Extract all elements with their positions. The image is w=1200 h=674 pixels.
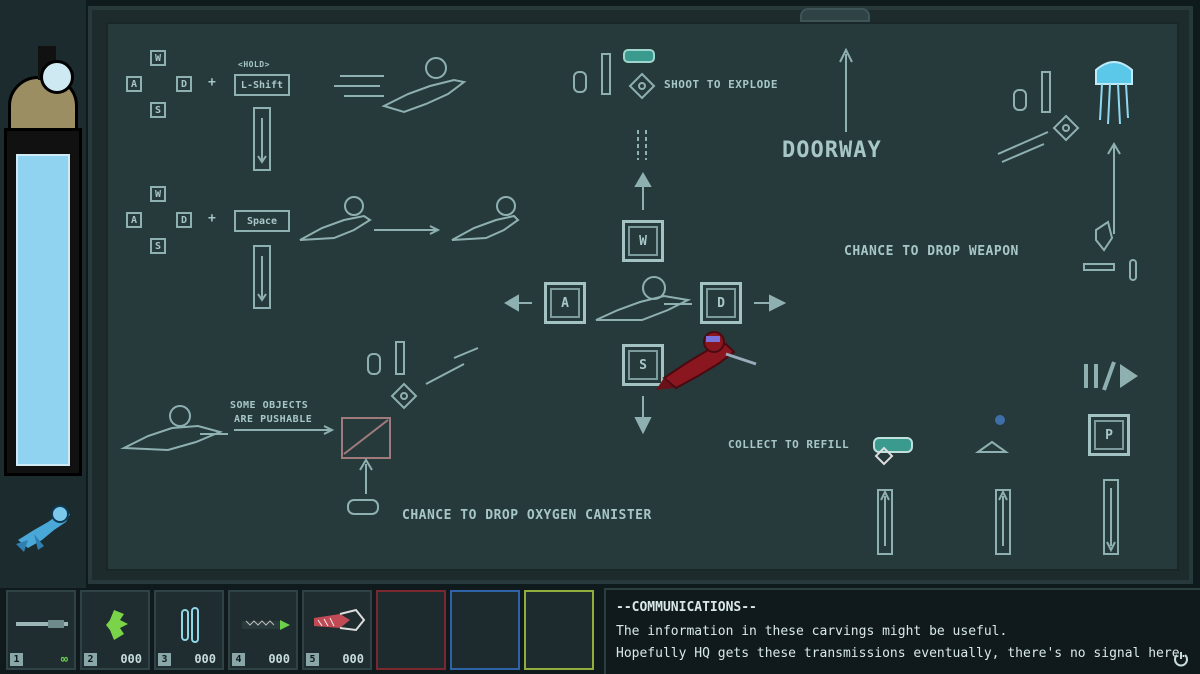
bubble-icon — [995, 415, 1005, 425]
door-notch — [800, 8, 870, 22]
key-d-large: D — [700, 282, 742, 324]
key-s-large: S — [622, 344, 664, 386]
key-d: D — [176, 76, 192, 92]
claw-weapon-icon — [314, 608, 366, 632]
drill-icon — [242, 620, 290, 630]
comms-message-1: The information in these carvings might … — [616, 624, 1008, 639]
ammo-gauge-icon — [601, 53, 611, 95]
key-s: S — [150, 102, 166, 118]
ammo-count: 000 — [342, 652, 364, 666]
crosshair-icon — [628, 72, 656, 100]
diver-end-icon — [451, 196, 520, 241]
oxygen-canister-icon — [347, 499, 379, 515]
mouse-icon-3 — [367, 353, 381, 375]
ammo-count: 000 — [268, 652, 290, 666]
comms-message-2: Hopefully HQ gets these transmissions ev… — [616, 646, 1188, 661]
oxygen-tank-gauge — [4, 46, 82, 476]
pressure-gauge-icon — [40, 60, 74, 94]
player-diver-icon — [16, 505, 70, 552]
hotbar-slot-3[interactable]: 3 000 — [154, 590, 224, 670]
slot-number: 2 — [84, 653, 97, 666]
space-hold-gauge-icon — [253, 245, 271, 309]
green-alien-icon — [106, 610, 128, 640]
key-w-large: W — [622, 220, 664, 262]
key-a-large: A — [544, 282, 586, 324]
hold-label: <HOLD> — [238, 60, 270, 69]
hotbar-slot-1[interactable]: 1 ∞ — [6, 590, 76, 670]
chance-drop-oxygen-label: CHANCE TO DROP OXYGEN CANISTER — [402, 508, 652, 523]
key-lshift: L-Shift — [234, 74, 290, 96]
hotbar-slot-4[interactable]: 4 000 — [228, 590, 298, 670]
carvings-layer — [120, 47, 1138, 555]
oxygen-tank-pickup-icon — [623, 49, 655, 63]
oxygen-tank-body — [4, 128, 82, 476]
slot-number: 3 — [158, 653, 171, 666]
tutorial-board: W A D S + <HOLD> L-Shift W A D S + Space… — [88, 6, 1193, 584]
alien-weapon-icon — [1095, 220, 1114, 252]
doorway-label: DOORWAY — [782, 138, 882, 163]
key-space: Space — [234, 210, 290, 232]
hotbar-slot-5[interactable]: 5 000 — [302, 590, 372, 670]
oxygen-level-fill — [16, 154, 70, 466]
key-d-2: D — [176, 212, 192, 228]
chance-drop-weapon-label: CHANCE TO DROP WEAPON — [844, 244, 1019, 259]
some-objects-label: SOME OBJECTS — [230, 400, 309, 411]
pushable-crate-icon — [341, 417, 391, 459]
pause-play-icon — [1084, 361, 1116, 391]
pushing-diver-icon — [120, 405, 228, 452]
key-s-2: S — [150, 238, 166, 254]
ammo-gauge-icon-3 — [395, 341, 405, 375]
key-a: A — [126, 76, 142, 92]
plus-sign-2: + — [208, 211, 217, 226]
communications-title: --COMMUNICATIONS-- — [616, 600, 757, 615]
shift-hold-gauge-icon — [253, 107, 271, 171]
key-w: W — [150, 50, 166, 66]
hotbar-slot-red[interactable] — [376, 590, 446, 670]
key-p-pause: P — [1088, 414, 1130, 456]
collect-to-refill-label: COLLECT TO REFILL — [728, 438, 850, 451]
slot-number: 5 — [306, 653, 319, 666]
ammo-count: ∞ — [60, 652, 68, 666]
refill-canister-pickup-icon — [873, 437, 913, 466]
crosshair-icon-3 — [390, 382, 418, 410]
sonic-ring-icon — [181, 607, 199, 643]
ammo-count: 000 — [120, 652, 142, 666]
mouse-icon — [573, 71, 587, 93]
ammo-gauge-icon-2 — [1041, 71, 1051, 113]
hotbar-slot-blue[interactable] — [450, 590, 520, 670]
ammo-count: 000 — [194, 652, 216, 666]
crosshair-icon-2 — [1052, 114, 1080, 142]
hotbar-slot-green[interactable] — [524, 590, 594, 670]
harpoon-rifle-icon — [16, 620, 68, 628]
are-pushable-label: ARE PUSHABLE — [234, 414, 313, 425]
key-a-2: A — [126, 212, 142, 228]
player-diver-red-icon — [656, 331, 757, 390]
power-icon[interactable] — [1172, 650, 1190, 668]
weapon-hotbar: 1 ∞ 2 000 3 000 4 000 5 000 — [0, 588, 600, 674]
key-w-2: W — [150, 186, 166, 202]
slot-number: 4 — [232, 653, 245, 666]
hotbar-slot-2[interactable]: 2 000 — [80, 590, 150, 670]
oxygen-panel — [0, 0, 86, 588]
pause-gauge-icon — [1103, 479, 1119, 555]
communications-panel: --COMMUNICATIONS-- The information in th… — [604, 588, 1200, 674]
drill-weapon-icon — [1083, 263, 1115, 271]
mouse-icon-2 — [1013, 89, 1027, 111]
carving-wall: W A D S + <HOLD> L-Shift W A D S + Space… — [106, 22, 1179, 571]
dashing-diver-icon — [334, 57, 467, 114]
center-diver-icon — [595, 276, 692, 321]
ooze-pickup-icon — [974, 440, 1010, 453]
plus-sign: + — [208, 75, 217, 90]
shoot-to-explode-label: SHOOT TO EXPLODE — [664, 78, 778, 91]
diver-start-icon — [299, 196, 372, 241]
jellyfish-enemy-icon — [1095, 61, 1133, 125]
ring-weapon-icon — [1129, 259, 1137, 281]
slot-number: 1 — [10, 653, 23, 666]
